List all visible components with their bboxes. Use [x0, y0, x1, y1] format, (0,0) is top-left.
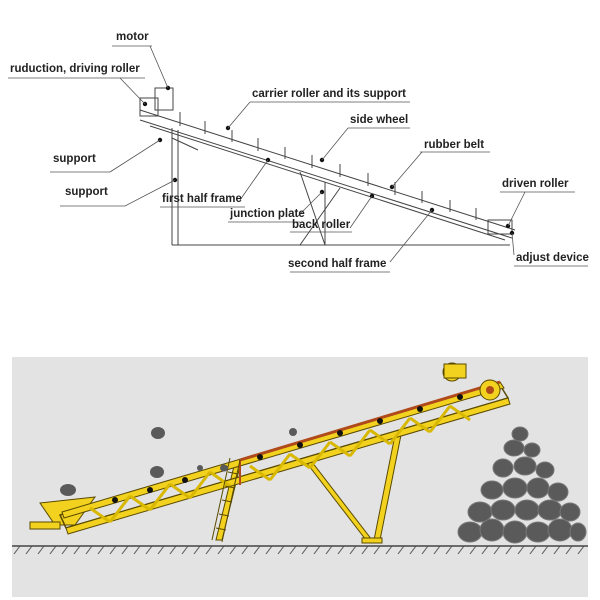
callout-dots — [142, 85, 515, 236]
label-carrier-roller: carrier roller and its support — [252, 88, 407, 100]
head-drive — [442, 362, 501, 401]
label-back-roller: back roller — [292, 219, 351, 231]
ground — [12, 545, 588, 555]
frame-rail — [149, 125, 506, 241]
leader-lines — [8, 45, 588, 273]
ladder — [211, 457, 241, 543]
schematic-drawing — [8, 45, 588, 273]
label-side-wheel: side wheel — [350, 114, 409, 126]
falling-rocks — [60, 427, 297, 496]
tail-housing — [487, 219, 513, 235]
support-brace — [171, 137, 199, 151]
belt-bottom-line — [139, 119, 513, 239]
label-second-half-frame: second half frame — [288, 258, 387, 270]
rock-pile — [457, 426, 587, 544]
label-junction-plate: junction plate — [230, 208, 305, 220]
conveyor-frame — [58, 381, 511, 535]
carrier-roller-supports — [179, 112, 477, 220]
motor-housing — [154, 87, 174, 111]
rubber-belt — [239, 380, 501, 485]
carrier-rollers — [112, 394, 463, 503]
support-leg-a — [299, 171, 326, 246]
label-support-2: support — [65, 186, 108, 198]
schematic-diagram-panel: motor ruduction, driving roller carrier … — [8, 31, 589, 273]
label-reduction-driving-roller: ruduction, driving roller — [10, 63, 140, 75]
belt-top-line — [139, 109, 516, 231]
label-rubber-belt: rubber belt — [424, 139, 485, 151]
label-support-1: support — [53, 153, 96, 165]
reducer-housing — [139, 97, 159, 117]
label-adjust-device: adjust device — [516, 252, 589, 264]
support-leg-c — [299, 187, 341, 246]
label-first-half-frame: first half frame — [162, 193, 242, 205]
illustration-panel — [0, 300, 600, 600]
conveyor-illustration — [12, 357, 588, 597]
label-motor: motor — [116, 31, 149, 43]
label-driven-roller: driven roller — [502, 178, 569, 190]
